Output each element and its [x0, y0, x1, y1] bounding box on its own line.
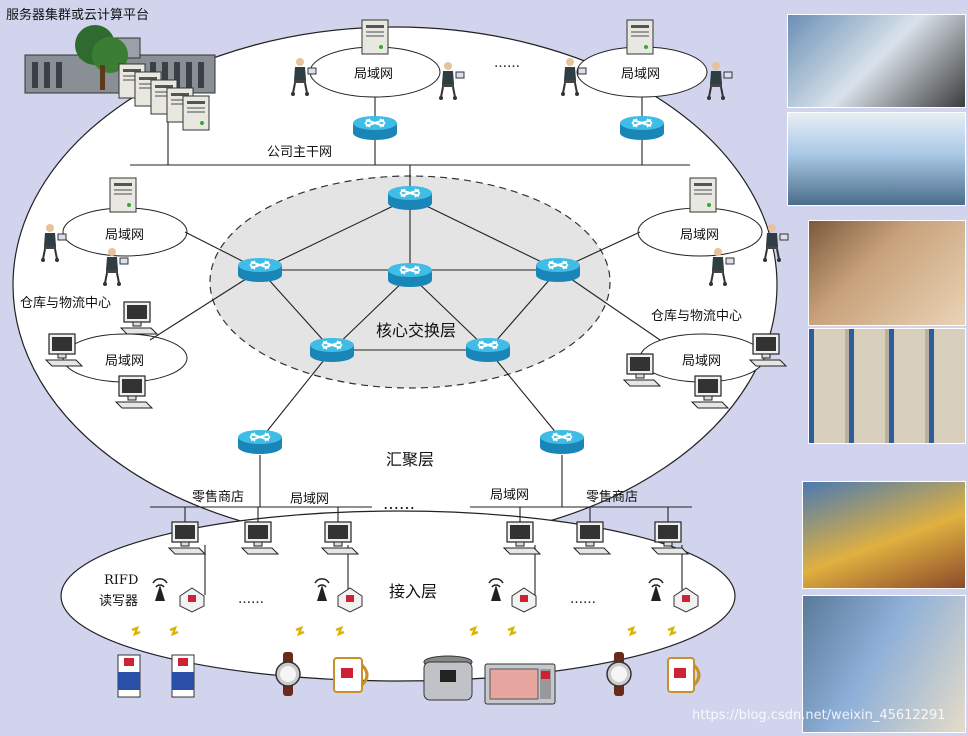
access-layer-label: 接入层 [389, 582, 438, 601]
csdn-watermark: https://blog.csdn.net/weixin_45612291 [692, 708, 946, 723]
lan-label-bottom-left: 局域网 [290, 492, 330, 507]
retail-store-label-left: 零售商店 [192, 490, 245, 505]
warehouse-shelves-photo [808, 328, 966, 444]
milk-carton-icon [117, 654, 141, 698]
router-core-right [535, 257, 581, 283]
pc-icon [651, 521, 689, 555]
router-aggregation-right [539, 429, 585, 455]
router-core-center [387, 262, 433, 288]
router-core-top [387, 185, 433, 211]
access-ellipsis-left: …… [238, 592, 264, 607]
coffee-mug-icon [333, 657, 369, 693]
pressure-cooker-icon [423, 655, 473, 701]
router-core-left [237, 257, 283, 283]
call-center-photo [787, 112, 966, 206]
lan-label-mid-left-lower: 局域网 [105, 354, 145, 369]
server-icon-mid-left [109, 177, 137, 213]
access-layer-ellipse [60, 510, 736, 682]
aggregation-ellipsis-label: …… [383, 494, 415, 513]
supermarket-checkout-photo [802, 481, 966, 589]
barcode-scanning-photo [808, 220, 966, 326]
access-ellipsis-right: …… [570, 592, 596, 607]
data-center-building-icon [24, 25, 216, 94]
core-layer-label: 核心交换层 [376, 321, 457, 340]
company-backbone-label: 公司主干网 [267, 145, 333, 160]
router-core-bottom-right [465, 337, 511, 363]
lan-label-top-right: 局域网 [621, 67, 661, 82]
router-aggregation-left [237, 429, 283, 455]
person-icon [706, 61, 733, 101]
wristwatch-icon [275, 652, 301, 696]
microwave-oven-icon [484, 663, 556, 705]
lan-label-bottom-right: 局域网 [490, 488, 530, 503]
milk-carton-icon [171, 654, 195, 698]
retail-store-label-right: 零售商店 [586, 490, 639, 505]
office-workers-photo [787, 14, 966, 108]
top-ellipsis-label: …… [494, 56, 520, 71]
lan-label-mid-left-upper: 局域网 [105, 228, 145, 243]
server-icon-top-left [361, 19, 389, 55]
router-backbone-left [352, 115, 398, 141]
lan-label-mid-right-upper: 局域网 [680, 228, 720, 243]
rfid-reader-label-line1: RIFD [104, 573, 139, 588]
pc-icon [749, 333, 787, 367]
warehouse-label-right: 仓库与物流中心 [651, 309, 743, 324]
coffee-mug-icon [667, 657, 701, 693]
retail-shopper-photo [802, 595, 966, 733]
aggregation-layer-label: 汇聚层 [386, 450, 435, 469]
lan-label-top-left: 局域网 [354, 67, 394, 82]
server-icon-top-right [626, 19, 654, 55]
wristwatch-icon [606, 652, 632, 696]
warehouse-label-left: 仓库与物流中心 [20, 296, 112, 311]
router-core-bottom-left [309, 337, 355, 363]
server-icon-mid-right [689, 177, 717, 213]
cloud-platform-label: 服务器集群或云计算平台 [6, 8, 150, 23]
lan-label-mid-right-lower: 局域网 [682, 354, 722, 369]
rfid-reader-label-line2: 读写器 [99, 594, 139, 609]
router-backbone-right [619, 115, 665, 141]
